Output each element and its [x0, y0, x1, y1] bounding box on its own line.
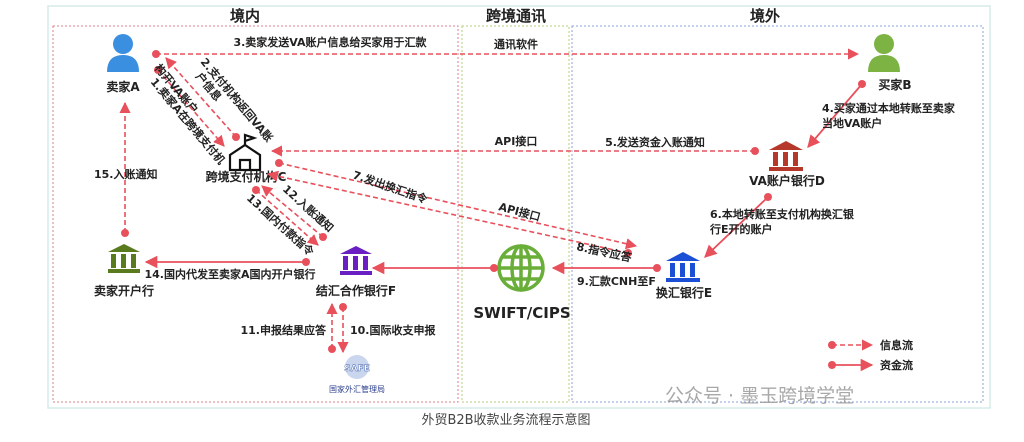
legend-info-flow: 信息流	[880, 338, 913, 352]
edge-6	[704, 193, 772, 258]
edge-13	[252, 186, 319, 246]
step-5-label: 5.发送资金入账通知	[605, 135, 705, 149]
bank-d-label: VA账户银行D	[749, 173, 825, 188]
payment-institution-c-label: 跨境支付机构C	[206, 169, 287, 184]
step-4-label-line2: 当地VA账户	[822, 116, 882, 130]
buyer-b-label: 买家B	[878, 77, 911, 92]
legend-money-flow: 资金流	[880, 358, 913, 372]
seller-bank-icon	[108, 244, 140, 273]
edge-15	[119, 101, 131, 237]
edge-5	[270, 145, 759, 157]
safe-label: 国家外汇管理局	[329, 384, 385, 394]
edge-2	[165, 57, 240, 141]
step-10-label: 10.国际收支申报	[350, 323, 436, 337]
zone-overseas	[571, 25, 984, 403]
caption: 外贸B2B收款业务流程示意图	[421, 412, 590, 428]
edge-3	[152, 48, 860, 60]
zone-title-domestic: 境内	[230, 7, 260, 25]
buyer-b-person-icon	[868, 34, 900, 72]
zone-title-overseas: 境外	[750, 7, 780, 25]
step-9-label: 9.汇款CNH至F	[577, 274, 656, 288]
edge-11	[326, 302, 338, 353]
step-3-label: 3.卖家发送VA账户信息给买家用于汇款	[233, 35, 427, 49]
edge-1	[154, 66, 225, 147]
edge-12	[261, 185, 327, 241]
bank-d-icon	[769, 141, 803, 171]
seller-bank-label: 卖家开户行	[94, 283, 154, 298]
step-6-label: 6.本地转账至支付机构换汇银	[710, 207, 855, 221]
bank-f-label: 结汇合作银行F	[316, 283, 396, 298]
zone-domestic	[52, 25, 459, 403]
seller-a-person-icon	[107, 34, 139, 72]
edge-7	[275, 159, 638, 250]
step-2-label: 2.支付机构返回VA账	[198, 55, 276, 145]
outer-frame	[47, 5, 991, 409]
step-15-label: 15.入账通知	[94, 167, 158, 181]
edge-4	[807, 80, 866, 148]
seller-a-label: 卖家A	[106, 79, 140, 94]
step-14-label: 14.国内代发至卖家A国内开户银行	[145, 267, 316, 281]
edge-10	[337, 303, 349, 354]
bank-e-icon	[666, 252, 700, 282]
swift-cips-label: SWIFT/CIPS	[473, 304, 570, 322]
globe-icon	[497, 244, 545, 292]
channel-api-label-2: API接口	[497, 199, 542, 224]
edge-14	[144, 255, 310, 269]
channel-messaging-label: 通讯软件	[494, 37, 538, 51]
zone-title-cross-border: 跨境通讯	[486, 7, 546, 25]
payment-institution-icon	[228, 133, 262, 172]
bank-f-icon	[340, 246, 372, 275]
channel-api-label-1: API接口	[495, 134, 538, 148]
edge-swift-to-f	[371, 261, 498, 275]
safe-logo-text: SAFE	[344, 364, 370, 374]
edge-8	[266, 170, 632, 257]
edge-9	[551, 261, 661, 275]
step-4-label: 4.买家通过本地转账至卖家	[822, 101, 956, 115]
legend: 信息流 资金流	[828, 338, 913, 372]
watermark: 公众号 · 墨玉跨境学堂	[665, 385, 854, 407]
zone-cross-border	[461, 25, 570, 403]
safe-logo-icon: SAFE	[344, 355, 370, 379]
step-11-label: 11.申报结果应答	[241, 323, 327, 337]
bank-e-label: 换汇银行E	[656, 285, 712, 300]
step-6-label-line2: 行E开的账户	[709, 222, 773, 236]
